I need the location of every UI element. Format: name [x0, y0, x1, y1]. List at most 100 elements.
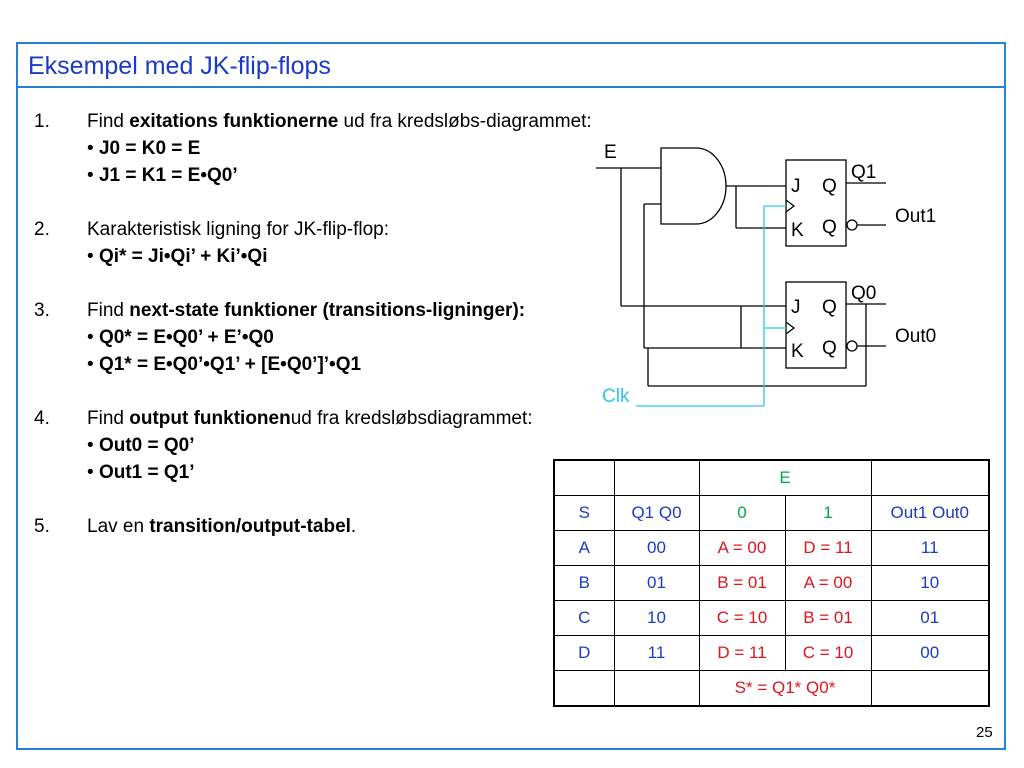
ff0-k-label: K — [791, 341, 804, 362]
step-number: 1. — [34, 111, 50, 132]
step-1: 1. Find exitations funktionerne ud fra k… — [34, 108, 594, 189]
out0-label: Out0 — [895, 326, 936, 347]
step-number: 2. — [34, 219, 50, 240]
table-cell: 01 — [613, 565, 700, 601]
bullet-text: Q1* = E•Q0’•Q1’ + [E•Q0’]’•Q1 — [98, 354, 362, 375]
table-header-row: E — [553, 459, 990, 496]
ff1-k-label: K — [791, 220, 804, 241]
table-cell — [553, 459, 615, 496]
title-bar — [16, 42, 1006, 88]
ff0-q0-label: Q0 — [851, 283, 876, 304]
bullet-text: J0 = K0 = E — [98, 138, 201, 159]
and-gate — [660, 147, 727, 225]
flip-flop-1 — [785, 159, 847, 247]
bullet: • Q1* = E•Q0’•Q1’ + [E•Q0’]’•Q1 — [87, 354, 362, 375]
table-cell: 10 — [870, 565, 990, 601]
bullet: • J1 = K1 = E•Q0’ — [87, 165, 238, 186]
table-header-row: S Q1 Q0 0 1 Out1 Out0 — [553, 495, 990, 531]
page-number: 25 — [976, 724, 993, 741]
step-text-post: . — [350, 516, 357, 537]
table-cell: C = 10 — [784, 635, 872, 671]
e1-header: 1 — [784, 495, 872, 531]
table-cell: B — [553, 565, 615, 601]
step-text-bold: output funktionen — [129, 408, 291, 429]
step-text-pre: Find — [87, 408, 130, 429]
table-cell: D = 11 — [698, 635, 786, 671]
clock-label: Clk — [602, 386, 630, 407]
input-e-label: E — [604, 142, 617, 163]
step-number: 4. — [34, 408, 50, 429]
flip-flop-0 — [785, 281, 847, 369]
table-row: D 11 D = 11 C = 10 00 — [553, 635, 990, 671]
bullet-text: J1 = K1 = E•Q0’ — [98, 165, 238, 186]
input-e-header: E — [698, 459, 872, 496]
bullet-text: Out1 = Q1’ — [98, 462, 195, 483]
steps-list: 1. Find exitations funktionerne ud fra k… — [34, 108, 594, 567]
step-number: 5. — [34, 516, 50, 537]
table-cell: 11 — [870, 530, 990, 566]
table-cell: B = 01 — [698, 565, 786, 601]
step-text-bold: next-state funktioner (transitions-ligni… — [129, 300, 526, 321]
table-cell — [613, 670, 700, 707]
table-cell: D — [553, 635, 615, 671]
bullet: • Q0* = E•Q0’ + E’•Q0 — [87, 327, 274, 348]
table-cell: B = 01 — [784, 600, 872, 636]
table-row: C 10 C = 10 B = 01 01 — [553, 600, 990, 636]
table-row: A 00 A = 00 D = 11 11 — [553, 530, 990, 566]
table-footer-row: S* = Q1* Q0* — [553, 670, 990, 707]
ff1-j-label: J — [791, 176, 801, 197]
step-text-post: ud fra kredsløbsdiagrammet: — [290, 408, 533, 429]
out1-label: Out1 — [895, 206, 936, 227]
step-text-pre: Find — [87, 300, 130, 321]
bullet: • Qi* = Ji•Qi’ + Ki’•Qi — [87, 246, 268, 267]
step-5: 5. Lav en transition/output-tabel. — [34, 513, 594, 540]
clock-line — [636, 205, 786, 407]
table-row: B 01 B = 01 A = 00 10 — [553, 565, 990, 601]
ff1-q-label: Q — [822, 176, 837, 197]
encoding-header: Q1 Q0 — [613, 495, 700, 531]
ff0-q-label: Q — [822, 297, 837, 318]
ff1-qbar-label: Q — [822, 217, 837, 238]
circuit-diagram: E Clk J K Q Q Q1 Out1 J K Q Q Q0 Out0 — [596, 142, 936, 407]
step-3: 3. Find next-state funktioner (transitio… — [34, 297, 594, 378]
table-cell — [613, 459, 700, 496]
table-cell — [870, 459, 990, 496]
bullet: • Out1 = Q1’ — [87, 462, 195, 483]
ff0-j-label: J — [791, 297, 801, 318]
bullet-text: Q0* = E•Q0’ + E’•Q0 — [98, 327, 274, 348]
table-cell: 01 — [870, 600, 990, 636]
step-4: 4. Find output funktionen ud fra kredslø… — [34, 405, 594, 486]
bullet: • Out0 = Q0’ — [87, 435, 195, 456]
table-cell: C = 10 — [698, 600, 786, 636]
step-text-pre: Find — [87, 111, 130, 132]
bullet-text: Qi* = Ji•Qi’ + Ki’•Qi — [98, 246, 268, 267]
step-number: 3. — [34, 300, 50, 321]
transition-output-table: E S Q1 Q0 0 1 Out1 Out0 A 00 A = 00 D = … — [553, 459, 990, 707]
bullet-text: Out0 = Q0’ — [98, 435, 195, 456]
output-header: Out1 Out0 — [870, 495, 990, 531]
step-text-bold: exitations funktionerne — [129, 111, 339, 132]
state-header: S — [553, 495, 615, 531]
table-cell: A — [553, 530, 615, 566]
table-cell — [870, 670, 990, 707]
ff1-q1-label: Q1 — [851, 162, 876, 183]
table-cell: A = 00 — [784, 565, 872, 601]
step-2: 2. Karakteristisk ligning for JK-flip-fl… — [34, 216, 594, 270]
step-text-pre: Lav en — [87, 516, 150, 537]
step-text-pre: Karakteristisk ligning for JK-flip-flop: — [87, 219, 389, 240]
table-cell: C — [553, 600, 615, 636]
table-cell: 00 — [613, 530, 700, 566]
step-text-post: ud fra kredsløbs-diagrammet: — [338, 111, 592, 132]
table-cell: 00 — [870, 635, 990, 671]
table-cell: D = 11 — [784, 530, 872, 566]
table-cell: 11 — [613, 635, 700, 671]
slide-title: Eksempel med JK-flip-flops — [28, 52, 331, 80]
table-cell: A = 00 — [698, 530, 786, 566]
ff0-qbar-label: Q — [822, 338, 837, 359]
table-cell: 10 — [613, 600, 700, 636]
next-state-label: S* = Q1* Q0* — [698, 670, 872, 707]
bullet: • J0 = K0 = E — [87, 138, 201, 159]
table-cell — [553, 670, 615, 707]
step-text-bold: transition/output-tabel — [149, 516, 351, 537]
e0-header: 0 — [698, 495, 786, 531]
